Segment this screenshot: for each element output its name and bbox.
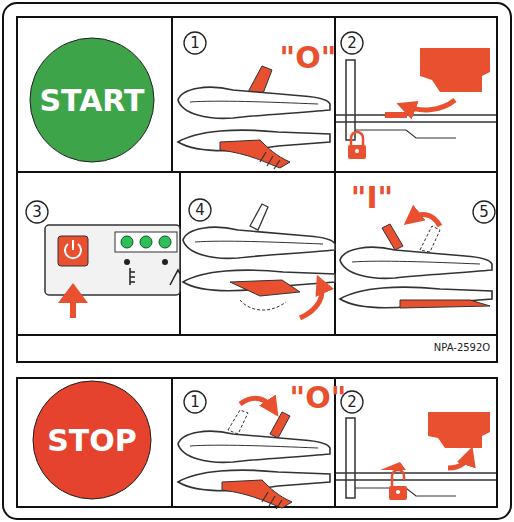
button-label: START bbox=[39, 83, 144, 118]
button-circle bbox=[30, 38, 154, 162]
part-number: NPA-2592O bbox=[434, 343, 490, 353]
button-circle bbox=[33, 381, 151, 499]
stop-button: STOP bbox=[32, 380, 152, 500]
callout-number: 1 bbox=[190, 395, 200, 410]
switch-position: "I" bbox=[351, 183, 393, 213]
callout-number: 2 bbox=[347, 395, 357, 410]
callout-number: 1 bbox=[190, 36, 200, 51]
callout-number: 2 bbox=[347, 36, 357, 51]
start-button: START bbox=[29, 37, 155, 163]
callout-number: 3 bbox=[32, 205, 42, 220]
switch-position: "O" bbox=[290, 383, 347, 413]
button-label: STOP bbox=[47, 423, 137, 458]
callout-number: 5 bbox=[479, 205, 489, 220]
callout-number: 4 bbox=[195, 203, 205, 218]
switch-position: "O" bbox=[280, 43, 337, 73]
